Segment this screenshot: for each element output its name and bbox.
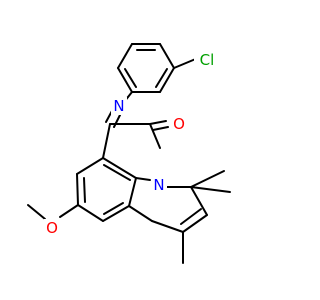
bond [117,67,133,93]
structure-diagram: Cl N N O O [27,43,231,264]
bond [83,177,86,203]
bond [27,204,46,220]
bond [190,186,231,193]
bond [190,170,225,188]
bond [128,205,153,222]
carbonyl-oxygen-atom: O [171,115,187,133]
imine-nitrogen-label: N [113,97,124,115]
ring-nitrogen-label: N [153,176,164,194]
bond [102,123,111,159]
imine-nitrogen-atom: N [111,97,127,115]
chlorine-label: Cl [200,51,215,69]
bond [159,67,175,93]
bond [102,157,137,179]
bond [152,126,169,131]
bond [77,204,104,222]
bond [180,208,202,225]
bond [102,205,130,222]
bond [128,177,137,207]
bond [76,173,79,206]
atom-labels: Cl N N O O [44,50,218,237]
bond [155,68,168,88]
bond [103,164,131,181]
chlorine-atom: Cl [194,50,218,69]
bond [135,177,151,181]
molecule-canvas: Cl N N O O [27,43,231,264]
carbonyl-oxygen-label: O [173,115,185,133]
bond [149,120,167,125]
methoxy-oxygen-atom: O [44,219,60,237]
bond [59,204,79,218]
bond [103,202,124,215]
bond [190,186,208,216]
ring-nitrogen-atom: N [151,176,167,194]
bond [159,43,175,69]
bond [113,114,121,128]
bond [117,43,133,69]
bond [151,220,184,233]
methoxy-oxygen-label: O [46,219,58,237]
bond [124,68,137,88]
bond [76,157,104,175]
bond [149,123,161,149]
bond [182,214,208,233]
